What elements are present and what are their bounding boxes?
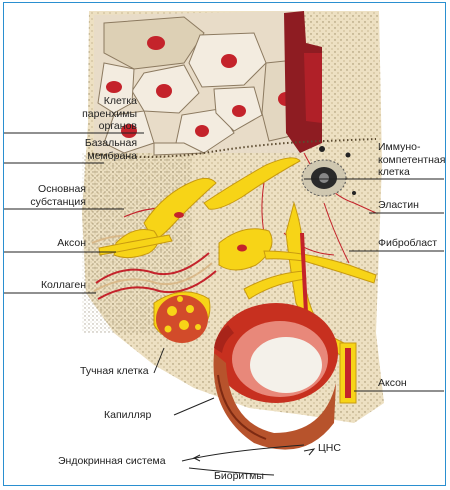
label-capillary: Капилляр [104,409,151,422]
label-ground-substance-line2: субстанция [4,196,86,209]
label-parenchyma-cell: Клетка паренхимы органов [4,95,137,133]
label-parenchyma-cell-line3: органов [4,120,137,133]
label-parenchyma-cell-line2: паренхимы [4,108,137,121]
label-ground-substance: Основная субстанция [4,183,86,208]
label-ground-substance-line1: Основная [4,183,86,196]
label-immune-cell: Иммуно- компетентная клетка [378,141,445,179]
capillary [214,303,339,450]
label-basal-membrane-line2: мембрана [4,150,137,163]
mast-cell [156,295,208,343]
label-mast-cell: Тучная клетка [80,365,149,378]
label-fibroblast: Фибробласт [378,237,437,250]
label-elastin: Эластин [378,199,419,212]
label-immune-cell-line3: клетка [378,166,445,179]
label-basal-membrane: Базальная мембрана [4,137,137,162]
label-axon-right: Аксон [378,377,407,390]
label-biorhythms: Биоритмы [214,470,264,483]
label-endocrine-system: Эндокринная система [58,455,166,468]
label-cns: ЦНС [318,442,341,455]
label-axon-left: Аксон [4,237,86,250]
label-collagen: Коллаген [4,279,86,292]
figure-frame: Клетка паренхимы органов Базальная мембр… [3,2,446,486]
label-immune-cell-line2: компетентная [378,154,445,167]
label-parenchyma-cell-line1: Клетка [4,95,137,108]
label-immune-cell-line1: Иммуно- [378,141,445,154]
label-basal-membrane-line1: Базальная [4,137,137,150]
